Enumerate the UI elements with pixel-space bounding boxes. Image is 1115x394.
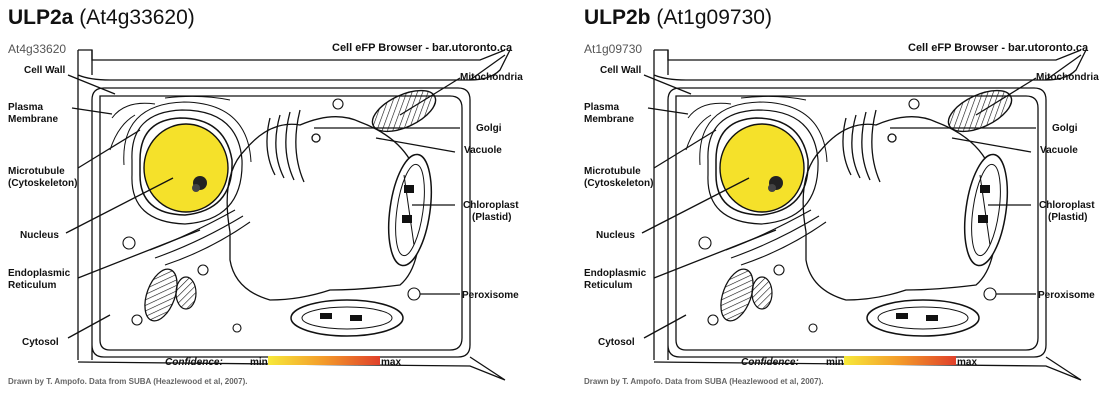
confidence-scale: Confidence: min max: [165, 356, 401, 368]
confidence-max: max: [957, 357, 977, 368]
label-microtubule: Microtubule: [8, 166, 65, 177]
label-mitochondria: Mitochondria: [1036, 72, 1099, 83]
cell-wall: [654, 50, 1086, 380]
label-golgi: Golgi: [476, 123, 502, 134]
nucleus: [124, 102, 251, 224]
confidence-gradient-bar: [844, 356, 956, 365]
peroxisome-organelle: [984, 288, 996, 300]
peroxisome-organelle: [408, 288, 420, 300]
confidence-min: min: [250, 357, 268, 368]
endoplasmic-reticulum: [726, 210, 826, 265]
label-cytosol: Cytosol: [598, 337, 635, 348]
label-vacuole: Vacuole: [1040, 145, 1078, 156]
cell-panel-ulp2b: ULP2b (At1g09730) At1g09730 Cell eFP Bro…: [576, 0, 1115, 394]
label-endoplasmic: Endoplasmic: [584, 268, 647, 279]
organelle-labels: Cell Wall Plasma Membrane Microtubule (C…: [8, 65, 523, 348]
confidence-label: Confidence:: [165, 357, 223, 368]
label-golgi: Golgi: [1052, 123, 1078, 134]
label-endoplasmic: Endoplasmic: [8, 268, 71, 279]
confidence-label: Confidence:: [741, 357, 799, 368]
label-cytoskeleton: (Cytoskeleton): [584, 178, 653, 189]
confidence-min: min: [826, 357, 844, 368]
cell-diagram: Cell Wall Plasma Membrane Microtubule (C…: [576, 0, 1115, 394]
label-membrane: Membrane: [8, 114, 58, 125]
label-chloroplast: Chloroplast: [463, 200, 519, 211]
label-plasma: Plasma: [584, 102, 619, 113]
confidence-max: max: [381, 357, 401, 368]
label-cytoskeleton: (Cytoskeleton): [8, 178, 77, 189]
drawing-credit: Drawn by T. Ampofo. Data from SUBA (Heaz…: [8, 377, 247, 386]
label-mitochondria: Mitochondria: [460, 72, 523, 83]
label-nucleus: Nucleus: [596, 230, 635, 241]
cell-panel-ulp2a: ULP2a (At4g33620) At4g33620 Cell eFP Bro…: [0, 0, 550, 394]
label-vacuole: Vacuole: [464, 145, 502, 156]
drawing-credit: Drawn by T. Ampofo. Data from SUBA (Heaz…: [584, 377, 823, 386]
nucleus: [700, 102, 827, 224]
label-microtubule: Microtubule: [584, 166, 641, 177]
confidence-scale: Confidence: min max: [741, 356, 977, 368]
chloroplast: [291, 152, 438, 336]
label-plastid: (Plastid): [472, 212, 511, 223]
label-nucleus: Nucleus: [20, 230, 59, 241]
label-reticulum: Reticulum: [8, 280, 56, 291]
endoplasmic-reticulum: [150, 210, 250, 265]
label-peroxisome: Peroxisome: [462, 290, 519, 301]
label-plastid: (Plastid): [1048, 212, 1087, 223]
confidence-gradient-bar: [268, 356, 380, 365]
chloroplast: [867, 152, 1014, 336]
cell-diagram: Cell Wall Plasma Membrane Microtubule (C…: [0, 0, 550, 394]
label-cell-wall: Cell Wall: [600, 65, 642, 76]
organelle-labels: Cell Wall Plasma Membrane Microtubule (C…: [584, 65, 1099, 348]
label-peroxisome: Peroxisome: [1038, 290, 1095, 301]
label-cell-wall: Cell Wall: [24, 65, 66, 76]
label-membrane: Membrane: [584, 114, 634, 125]
cell-wall: [78, 50, 510, 380]
label-plasma: Plasma: [8, 102, 43, 113]
label-cytosol: Cytosol: [22, 337, 59, 348]
label-reticulum: Reticulum: [584, 280, 632, 291]
label-chloroplast: Chloroplast: [1039, 200, 1095, 211]
